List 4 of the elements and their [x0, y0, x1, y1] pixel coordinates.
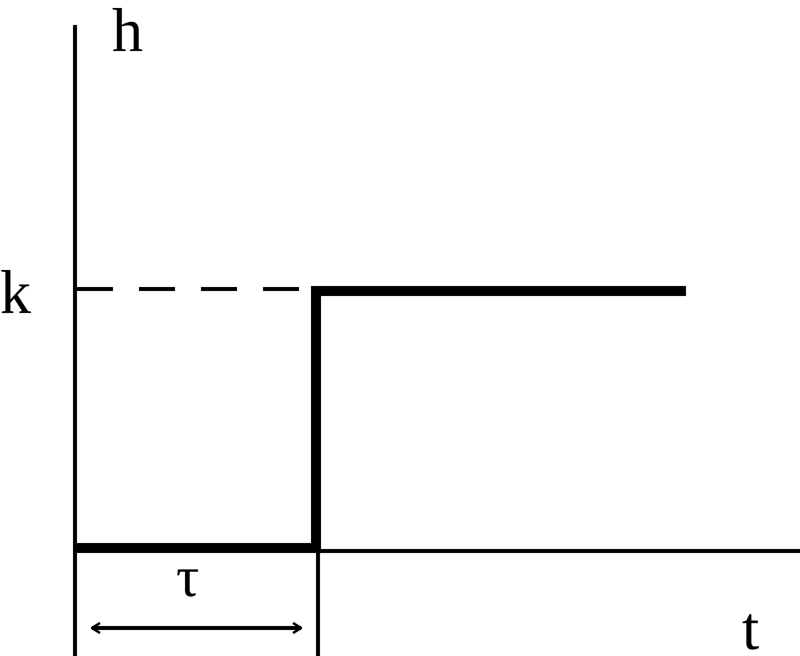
- axis-label: t: [742, 598, 760, 656]
- axis-label: h: [112, 0, 143, 62]
- axis-label: k: [0, 262, 31, 324]
- axis-label: τ: [176, 548, 200, 606]
